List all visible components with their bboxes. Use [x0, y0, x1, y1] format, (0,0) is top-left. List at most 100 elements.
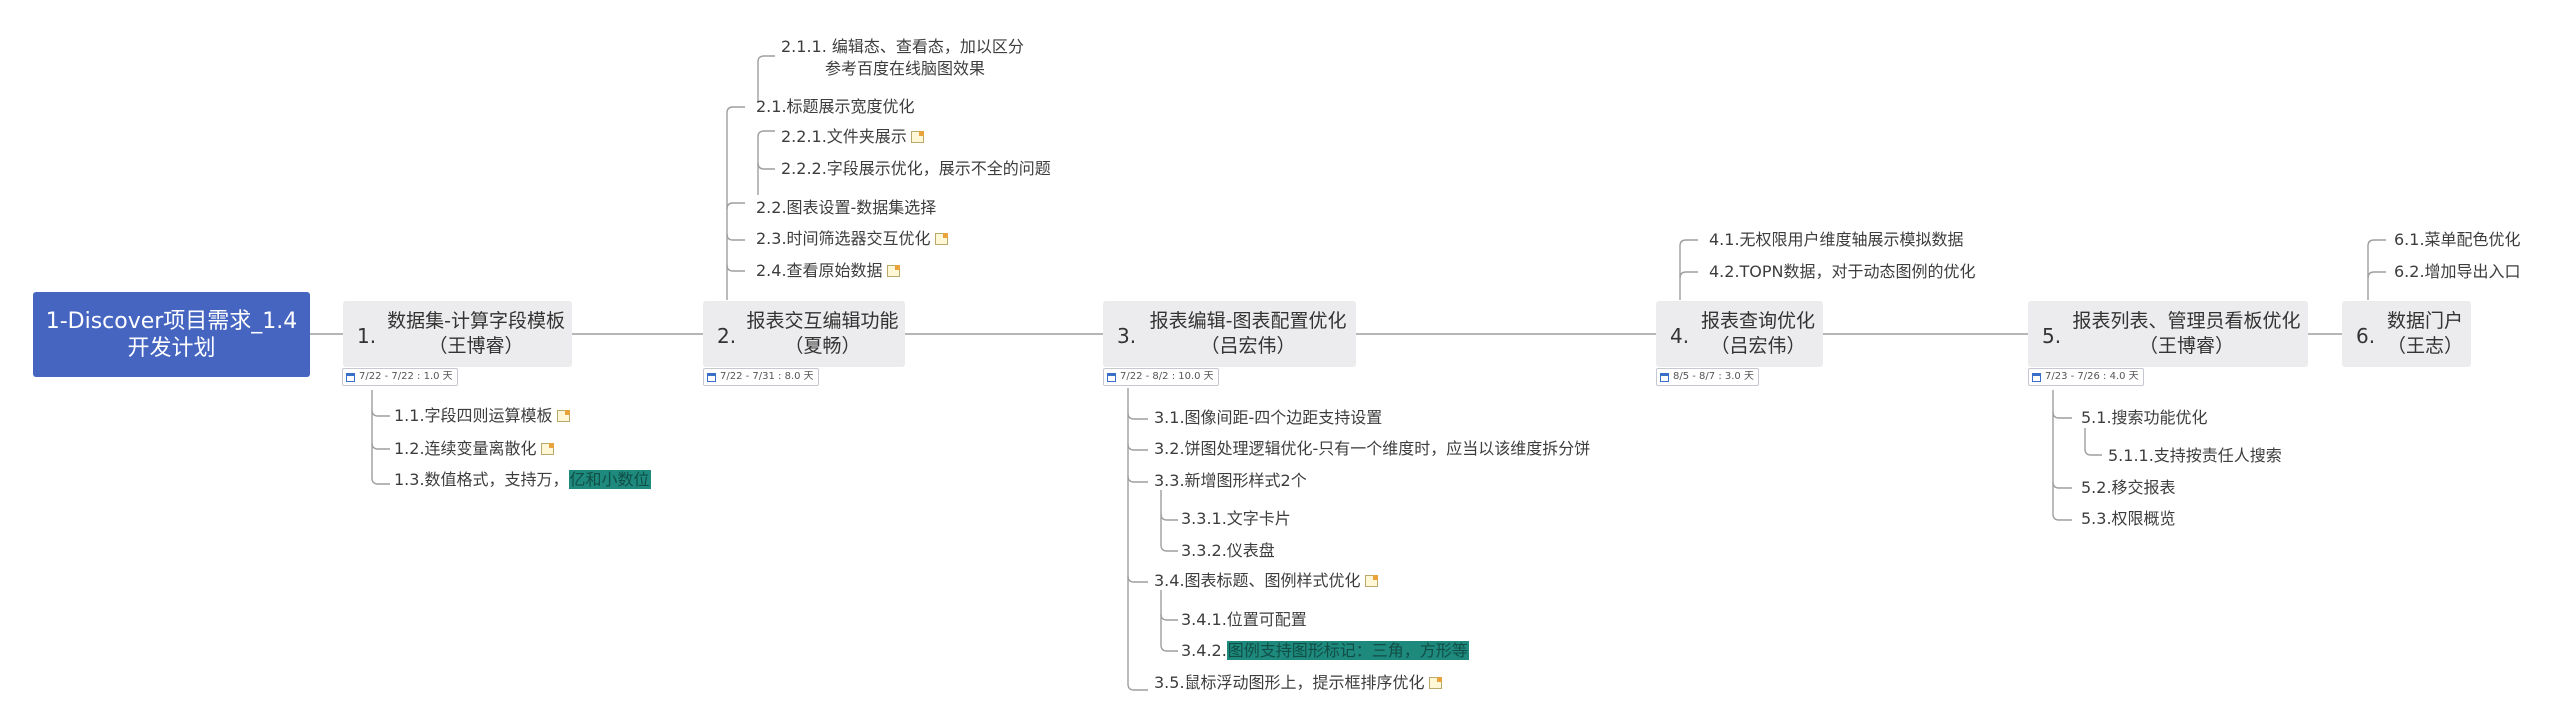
note-icon[interactable] [540, 443, 554, 455]
topic-label-line2: （王志） [2387, 335, 2464, 357]
date-tag: 7/22 - 8/2 : 10.0 天 [1103, 368, 1219, 386]
subtopic-label-line1: 2.1.1. 编辑态、查看态，加以区分 [781, 37, 1024, 56]
topic-label-line1: 报表查询优化 [1701, 310, 1816, 332]
subtopic-label: 3.4.图表标题、图例样式优化 [1154, 571, 1361, 590]
subtopic-label: 2.2.2.字段展示优化，展示不全的问题 [781, 159, 1051, 178]
subtopic-1-1[interactable]: 1.1.字段四则运算模板 [394, 406, 570, 426]
topic-branch-4[interactable]: 4. 报表查询优化 （吕宏伟） [1656, 301, 1823, 367]
subtopic-6-1[interactable]: 6.1.菜单配色优化 [2394, 230, 2521, 250]
subtopic-label: 2.3.时间筛选器交互优化 [756, 229, 931, 248]
subtopic-1-2[interactable]: 1.2.连续变量离散化 [394, 439, 554, 459]
topic-number: 5. [2042, 324, 2062, 348]
subtopic-label: 3.1.图像间距-四个边距支持设置 [1154, 408, 1383, 427]
date-tag-text: 7/22 - 7/31 : 8.0 天 [720, 371, 814, 382]
subtopic-label: 2.2.1.文件夹展示 [781, 127, 907, 146]
root-title-line1: 1-Discover项目需求_1.4 [45, 308, 298, 334]
calendar-icon [2032, 372, 2041, 382]
subtopic-3-3[interactable]: 3.3.新增图形样式2个 [1154, 471, 1307, 491]
topic-branch-2[interactable]: 2. 报表交互编辑功能 （夏畅） [703, 301, 905, 367]
date-tag: 7/22 - 7/31 : 8.0 天 [703, 368, 819, 386]
topic-number: 3. [1117, 324, 1137, 348]
subtopic-label: 1.2.连续变量离散化 [394, 439, 537, 458]
subtopic-5-2[interactable]: 5.2.移交报表 [2081, 478, 2176, 498]
subtopic-1-3[interactable]: 1.3.数值格式，支持万，亿和小数位 [394, 470, 651, 490]
note-icon[interactable] [934, 233, 948, 245]
subtopic-3-5[interactable]: 3.5.鼠标浮动图形上，提示框排序优化 [1154, 673, 1442, 693]
topic-label-line2: （王博睿） [428, 335, 524, 357]
subtopic-5-1[interactable]: 5.1.搜索功能优化 [2081, 408, 2208, 428]
subtopic-2-4[interactable]: 2.4.查看原始数据 [756, 261, 900, 281]
subtopic-5-3[interactable]: 5.3.权限概览 [2081, 509, 2176, 529]
subtopic-4-1[interactable]: 4.1.无权限用户维度轴展示模拟数据 [1709, 230, 1964, 250]
subtopic-3-1[interactable]: 3.1.图像间距-四个边距支持设置 [1154, 408, 1382, 428]
subtopic-label: 6.1.菜单配色优化 [2394, 230, 2521, 249]
subtopic-3-4-2[interactable]: 3.4.2.图例支持图形标记：三角，方形等 [1181, 641, 1469, 661]
subtopic-6-2[interactable]: 6.2.增加导出入口 [2394, 262, 2521, 282]
subtopic-label: 4.2.TOPN数据，对于动态图例的优化 [1709, 262, 1976, 281]
subtopic-3-3-2[interactable]: 3.3.2.仪表盘 [1181, 541, 1275, 561]
note-icon[interactable] [1364, 575, 1378, 587]
note-icon[interactable] [886, 265, 900, 277]
subtopic-5-1-1[interactable]: 5.1.1.支持按责任人搜索 [2108, 446, 2282, 466]
subtopic-2-2-2[interactable]: 2.2.2.字段展示优化，展示不全的问题 [781, 159, 1051, 179]
highlighted-text: 图例支持图形标记：三角，方形等 [1226, 641, 1469, 660]
note-icon[interactable] [556, 410, 570, 422]
topic-label: 报表交互编辑功能 （夏畅） [740, 309, 905, 359]
date-tag-text: 7/22 - 8/2 : 10.0 天 [1120, 371, 1214, 382]
date-tag-text: 8/5 - 8/7 : 3.0 天 [1673, 371, 1754, 382]
topic-label: 数据门户 （王志） [2379, 309, 2471, 359]
subtopic-label: 5.1.1.支持按责任人搜索 [2108, 446, 2282, 465]
topic-label: 报表编辑-图表配置优化 （吕宏伟） [1140, 309, 1356, 359]
subtopic-label: 2.2.图表设置-数据集选择 [756, 198, 937, 217]
root-topic[interactable]: 1-Discover项目需求_1.4 开发计划 [33, 292, 310, 377]
subtopic-3-4[interactable]: 3.4.图表标题、图例样式优化 [1154, 571, 1378, 591]
date-tag: 8/5 - 8/7 : 3.0 天 [1656, 368, 1759, 386]
subtopic-3-3-1[interactable]: 3.3.1.文字卡片 [1181, 509, 1291, 529]
subtopic-label-line2: 参考百度在线脑图效果 [825, 59, 986, 78]
topic-number: 2. [717, 324, 737, 348]
subtopic-label: 2.1.标题展示宽度优化 [756, 97, 915, 116]
subtopic-2-1-1[interactable]: 2.1.1. 编辑态、查看态，加以区分 参考百度在线脑图效果 [781, 36, 1024, 80]
subtopic-label: 3.5.鼠标浮动图形上，提示框排序优化 [1154, 673, 1425, 692]
topic-branch-6[interactable]: 6. 数据门户 （王志） [2342, 301, 2471, 367]
calendar-icon [346, 372, 355, 382]
date-tag: 7/22 - 7/22 : 1.0 天 [342, 368, 458, 386]
note-icon[interactable] [910, 131, 924, 143]
subtopic-3-4-1[interactable]: 3.4.1.位置可配置 [1181, 610, 1307, 630]
subtopic-label: 3.4.1.位置可配置 [1181, 610, 1307, 629]
subtopic-2-2-1[interactable]: 2.2.1.文件夹展示 [781, 127, 924, 147]
topic-label-line1: 数据门户 [2387, 310, 2464, 332]
calendar-icon [707, 372, 716, 382]
topic-branch-5[interactable]: 5. 报表列表、管理员看板优化 （王博睿） [2028, 301, 2308, 367]
subtopic-2-3[interactable]: 2.3.时间筛选器交互优化 [756, 229, 948, 249]
calendar-icon [1107, 372, 1116, 382]
root-title-line2: 开发计划 [127, 335, 216, 361]
topic-branch-3[interactable]: 3. 报表编辑-图表配置优化 （吕宏伟） [1103, 301, 1356, 367]
subtopic-label: 3.3.1.文字卡片 [1181, 509, 1291, 528]
date-tag: 7/23 - 7/26 : 4.0 天 [2028, 368, 2144, 386]
topic-label-line1: 报表列表、管理员看板优化 [2072, 310, 2301, 332]
topic-branch-1[interactable]: 1. 数据集-计算字段模板 （王博睿） [343, 301, 572, 367]
date-tag-text: 7/22 - 7/22 : 1.0 天 [359, 371, 453, 382]
subtopic-label: 4.1.无权限用户维度轴展示模拟数据 [1709, 230, 1964, 249]
highlighted-text: 亿和小数位 [568, 470, 651, 489]
topic-label: 报表列表、管理员看板优化 （王博睿） [2065, 309, 2308, 359]
topic-label: 报表查询优化 （吕宏伟） [1693, 309, 1823, 359]
calendar-icon [1660, 372, 1669, 382]
subtopic-4-2[interactable]: 4.2.TOPN数据，对于动态图例的优化 [1709, 262, 1976, 282]
date-tag-text: 7/23 - 7/26 : 4.0 天 [2045, 371, 2139, 382]
subtopic-2-2[interactable]: 2.2.图表设置-数据集选择 [756, 198, 936, 218]
subtopic-3-2[interactable]: 3.2.饼图处理逻辑优化-只有一个维度时，应当以该维度拆分饼 [1154, 439, 1590, 459]
topic-label-line1: 报表交互编辑功能 [746, 310, 899, 332]
note-icon[interactable] [1428, 677, 1442, 689]
subtopic-label: 6.2.增加导出入口 [2394, 262, 2521, 281]
subtopic-2-1[interactable]: 2.1.标题展示宽度优化 [756, 97, 915, 117]
subtopic-label: 1.3.数值格式，支持万， [394, 470, 569, 489]
subtopic-label: 1.1.字段四则运算模板 [394, 406, 553, 425]
topic-number: 4. [1670, 324, 1690, 348]
topic-label-line2: （吕宏伟） [1710, 335, 1806, 357]
subtopic-label: 5.1.搜索功能优化 [2081, 408, 2208, 427]
subtopic-label: 3.3.2.仪表盘 [1181, 541, 1275, 560]
topic-label: 数据集-计算字段模板 （王博睿） [380, 309, 572, 359]
topic-label-line2: （吕宏伟） [1200, 335, 1296, 357]
